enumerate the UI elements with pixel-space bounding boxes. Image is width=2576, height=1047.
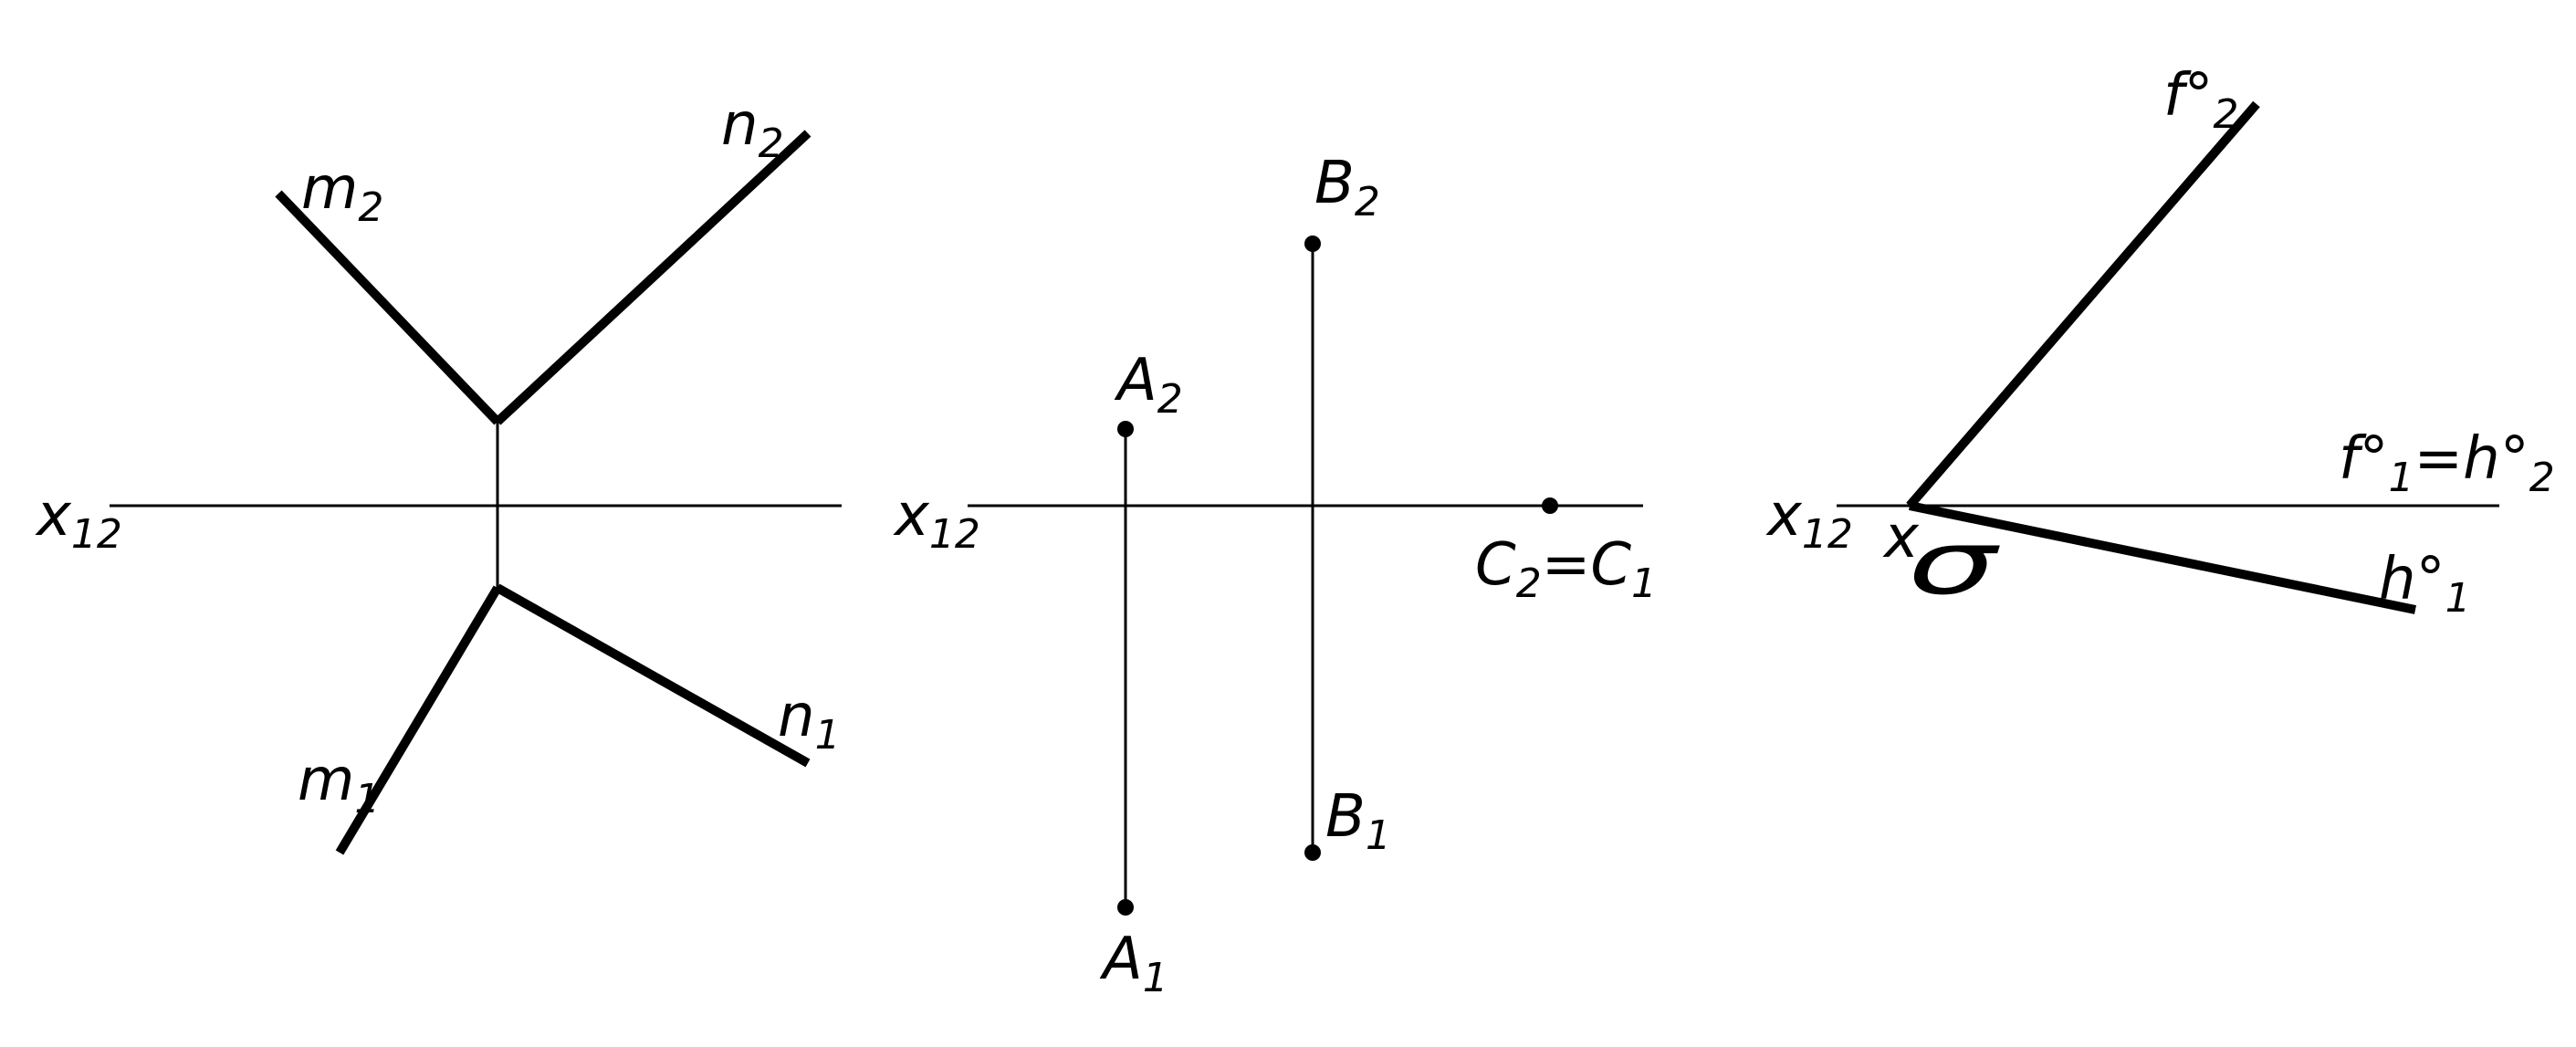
point-c — [1542, 497, 1558, 514]
line-n2 — [494, 130, 812, 425]
label-a2: A2 — [1114, 347, 1183, 423]
label-c2-equals-c1: C2=C1 — [1475, 531, 1657, 607]
line-m1 — [335, 585, 502, 855]
axis-x12-label: x12 — [35, 482, 122, 558]
label-b1: B1 — [1325, 783, 1391, 859]
label-b2: B2 — [1314, 150, 1380, 225]
trace-h1 — [1908, 501, 2417, 614]
figure-points-a-b-c: x12 A2 A1 B2 B1 C2=C1 — [893, 150, 1657, 1001]
figure-lines-m-n: x12 m2 n2 m1 n1 — [35, 91, 842, 855]
axis-x12-label: x12 — [893, 482, 980, 558]
line-n1 — [495, 583, 811, 768]
point-a1 — [1117, 899, 1134, 916]
line-m2 — [275, 190, 501, 425]
label-n1: n1 — [778, 683, 841, 759]
label-plane-sigma: σ — [1908, 513, 2001, 615]
label-vertex-x: x — [1882, 504, 1920, 571]
label-a1: A1 — [1099, 926, 1168, 1001]
label-n2: n2 — [721, 91, 784, 167]
label-h1: h°1 — [2379, 546, 2471, 622]
label-m2: m2 — [301, 155, 383, 231]
trace-f2 — [1906, 100, 2260, 509]
point-b2 — [1304, 236, 1321, 252]
figure-plane-sigma: x12 f°2 f°1=h°2 h°1 x σ — [1765, 62, 2555, 622]
label-f1-equals-h2: f°1=h°2 — [2339, 425, 2555, 501]
point-b1 — [1304, 844, 1321, 861]
point-a2 — [1117, 421, 1134, 437]
label-m1: m1 — [298, 747, 380, 822]
label-f2: f°2 — [2163, 62, 2239, 138]
axis-x12-label: x12 — [1765, 482, 1853, 558]
